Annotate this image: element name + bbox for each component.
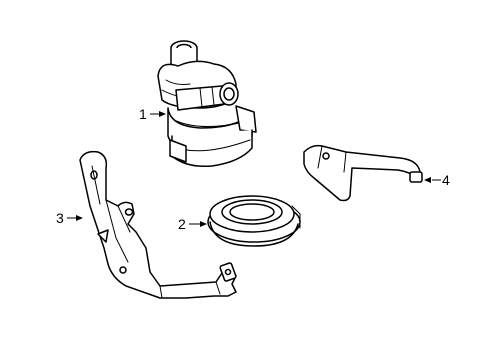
callout-4: 4 <box>424 172 450 188</box>
callout-3: 3 <box>56 210 83 226</box>
callout-1-label: 1 <box>139 106 147 122</box>
hose-clamp-part <box>303 144 423 202</box>
ring-seal-part <box>207 195 301 247</box>
water-pump-part <box>157 40 257 168</box>
callout-2-label: 2 <box>178 216 186 232</box>
callout-4-label: 4 <box>442 172 450 188</box>
callout-2: 2 <box>178 216 207 232</box>
callout-1: 1 <box>139 106 166 122</box>
callout-3-label: 3 <box>56 210 64 226</box>
mounting-bracket-part <box>79 150 237 299</box>
